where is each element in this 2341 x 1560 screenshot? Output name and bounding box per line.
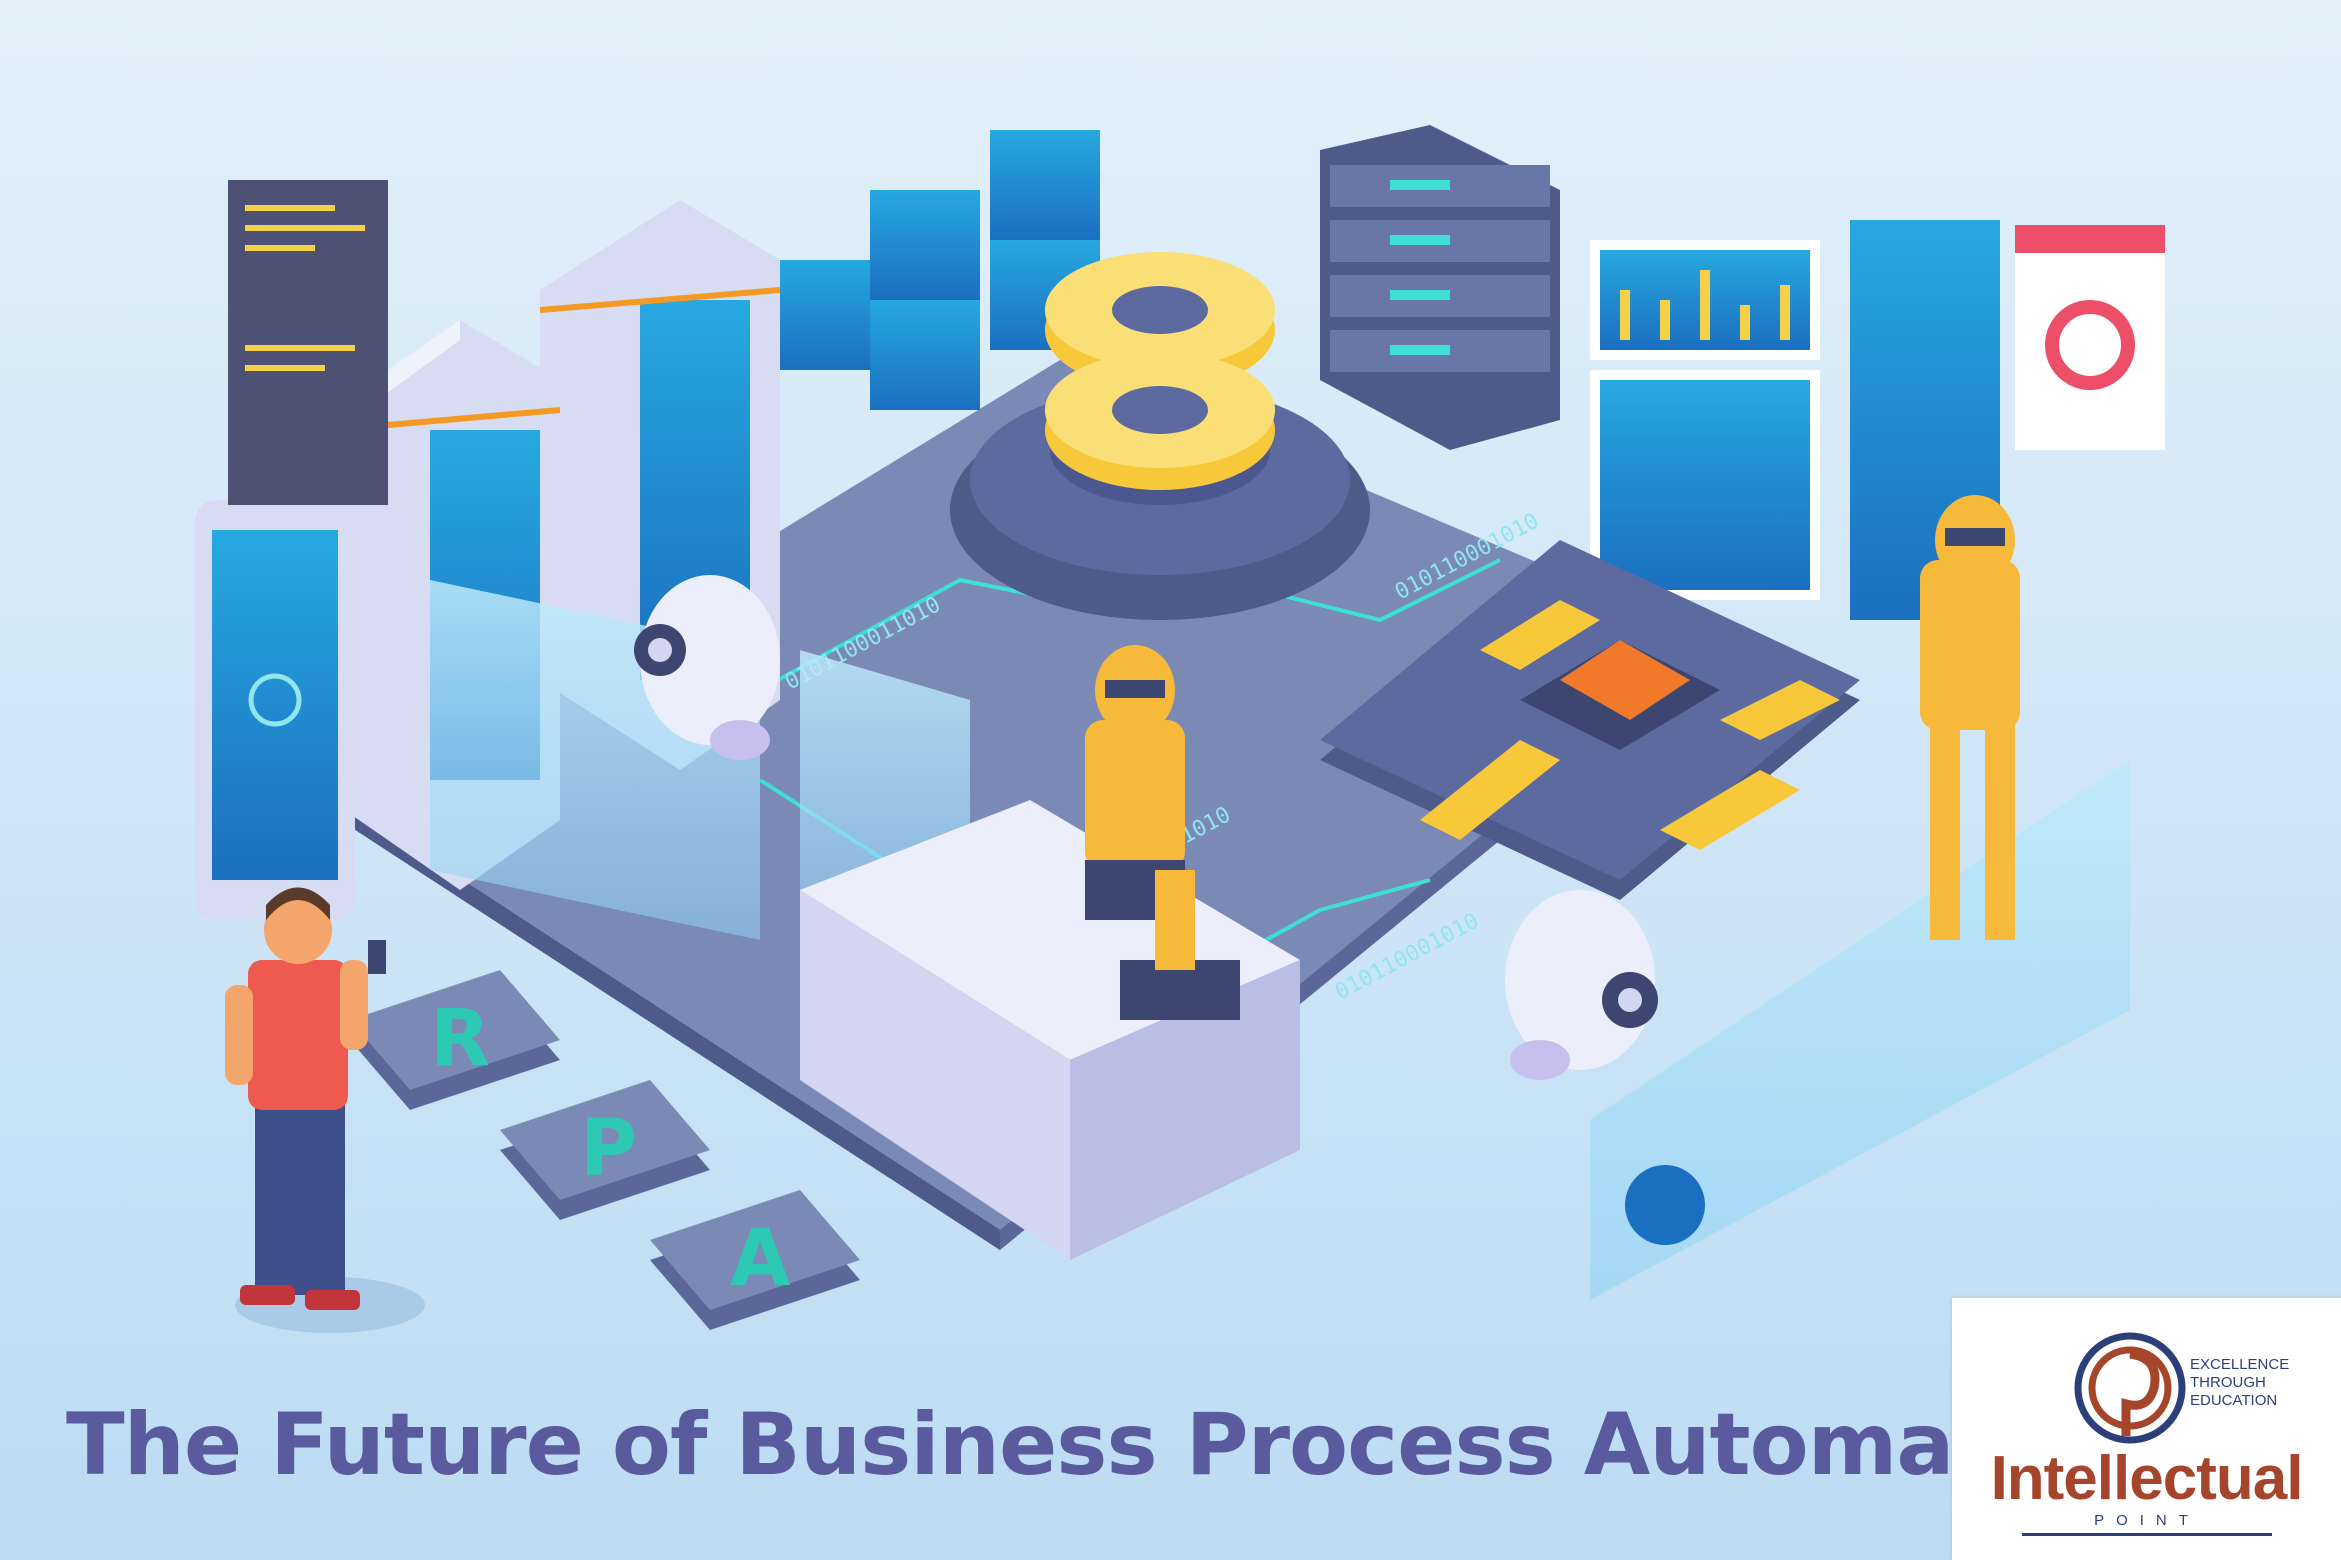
tagline-line: EDUCATION <box>2190 1392 2278 1409</box>
humanoid-robot-left <box>1085 645 1195 970</box>
logo-emblem-icon <box>2074 1332 2186 1444</box>
brand-name: Intellectual <box>1990 1444 2304 1513</box>
processor-chip <box>1320 540 1860 900</box>
humanoid-robot-right <box>1920 495 2020 940</box>
dark-data-panels <box>228 180 388 505</box>
person-with-phone <box>225 887 425 1333</box>
rpa-tiles: R P A <box>350 970 860 1330</box>
tagline-line: THROUGH <box>2190 1374 2266 1391</box>
tagline-line: EXCELLENCE <box>2190 1356 2290 1373</box>
control-desk <box>800 800 1300 1260</box>
page-title: The Future of Business Process Automatio… <box>66 1395 2141 1495</box>
intellectual-point-logo: EXCELLENCE THROUGH EDUCATION Intellectua… <box>1952 1298 2341 1560</box>
gear-stack <box>950 252 1370 620</box>
rpa-tile-letter: P <box>580 1104 637 1194</box>
helper-bot-left <box>634 575 780 760</box>
server-rack <box>1320 125 1560 450</box>
blue-data-panels <box>780 130 1100 410</box>
rpa-tile-letter: A <box>730 1214 790 1304</box>
brand-subtitle: POINT <box>2022 1512 2272 1536</box>
logo-tagline: EXCELLENCE THROUGH EDUCATION <box>2190 1356 2330 1410</box>
smartphone <box>195 500 355 920</box>
rpa-tile-letter: R <box>430 994 490 1084</box>
helper-bot-right <box>1505 890 1658 1080</box>
